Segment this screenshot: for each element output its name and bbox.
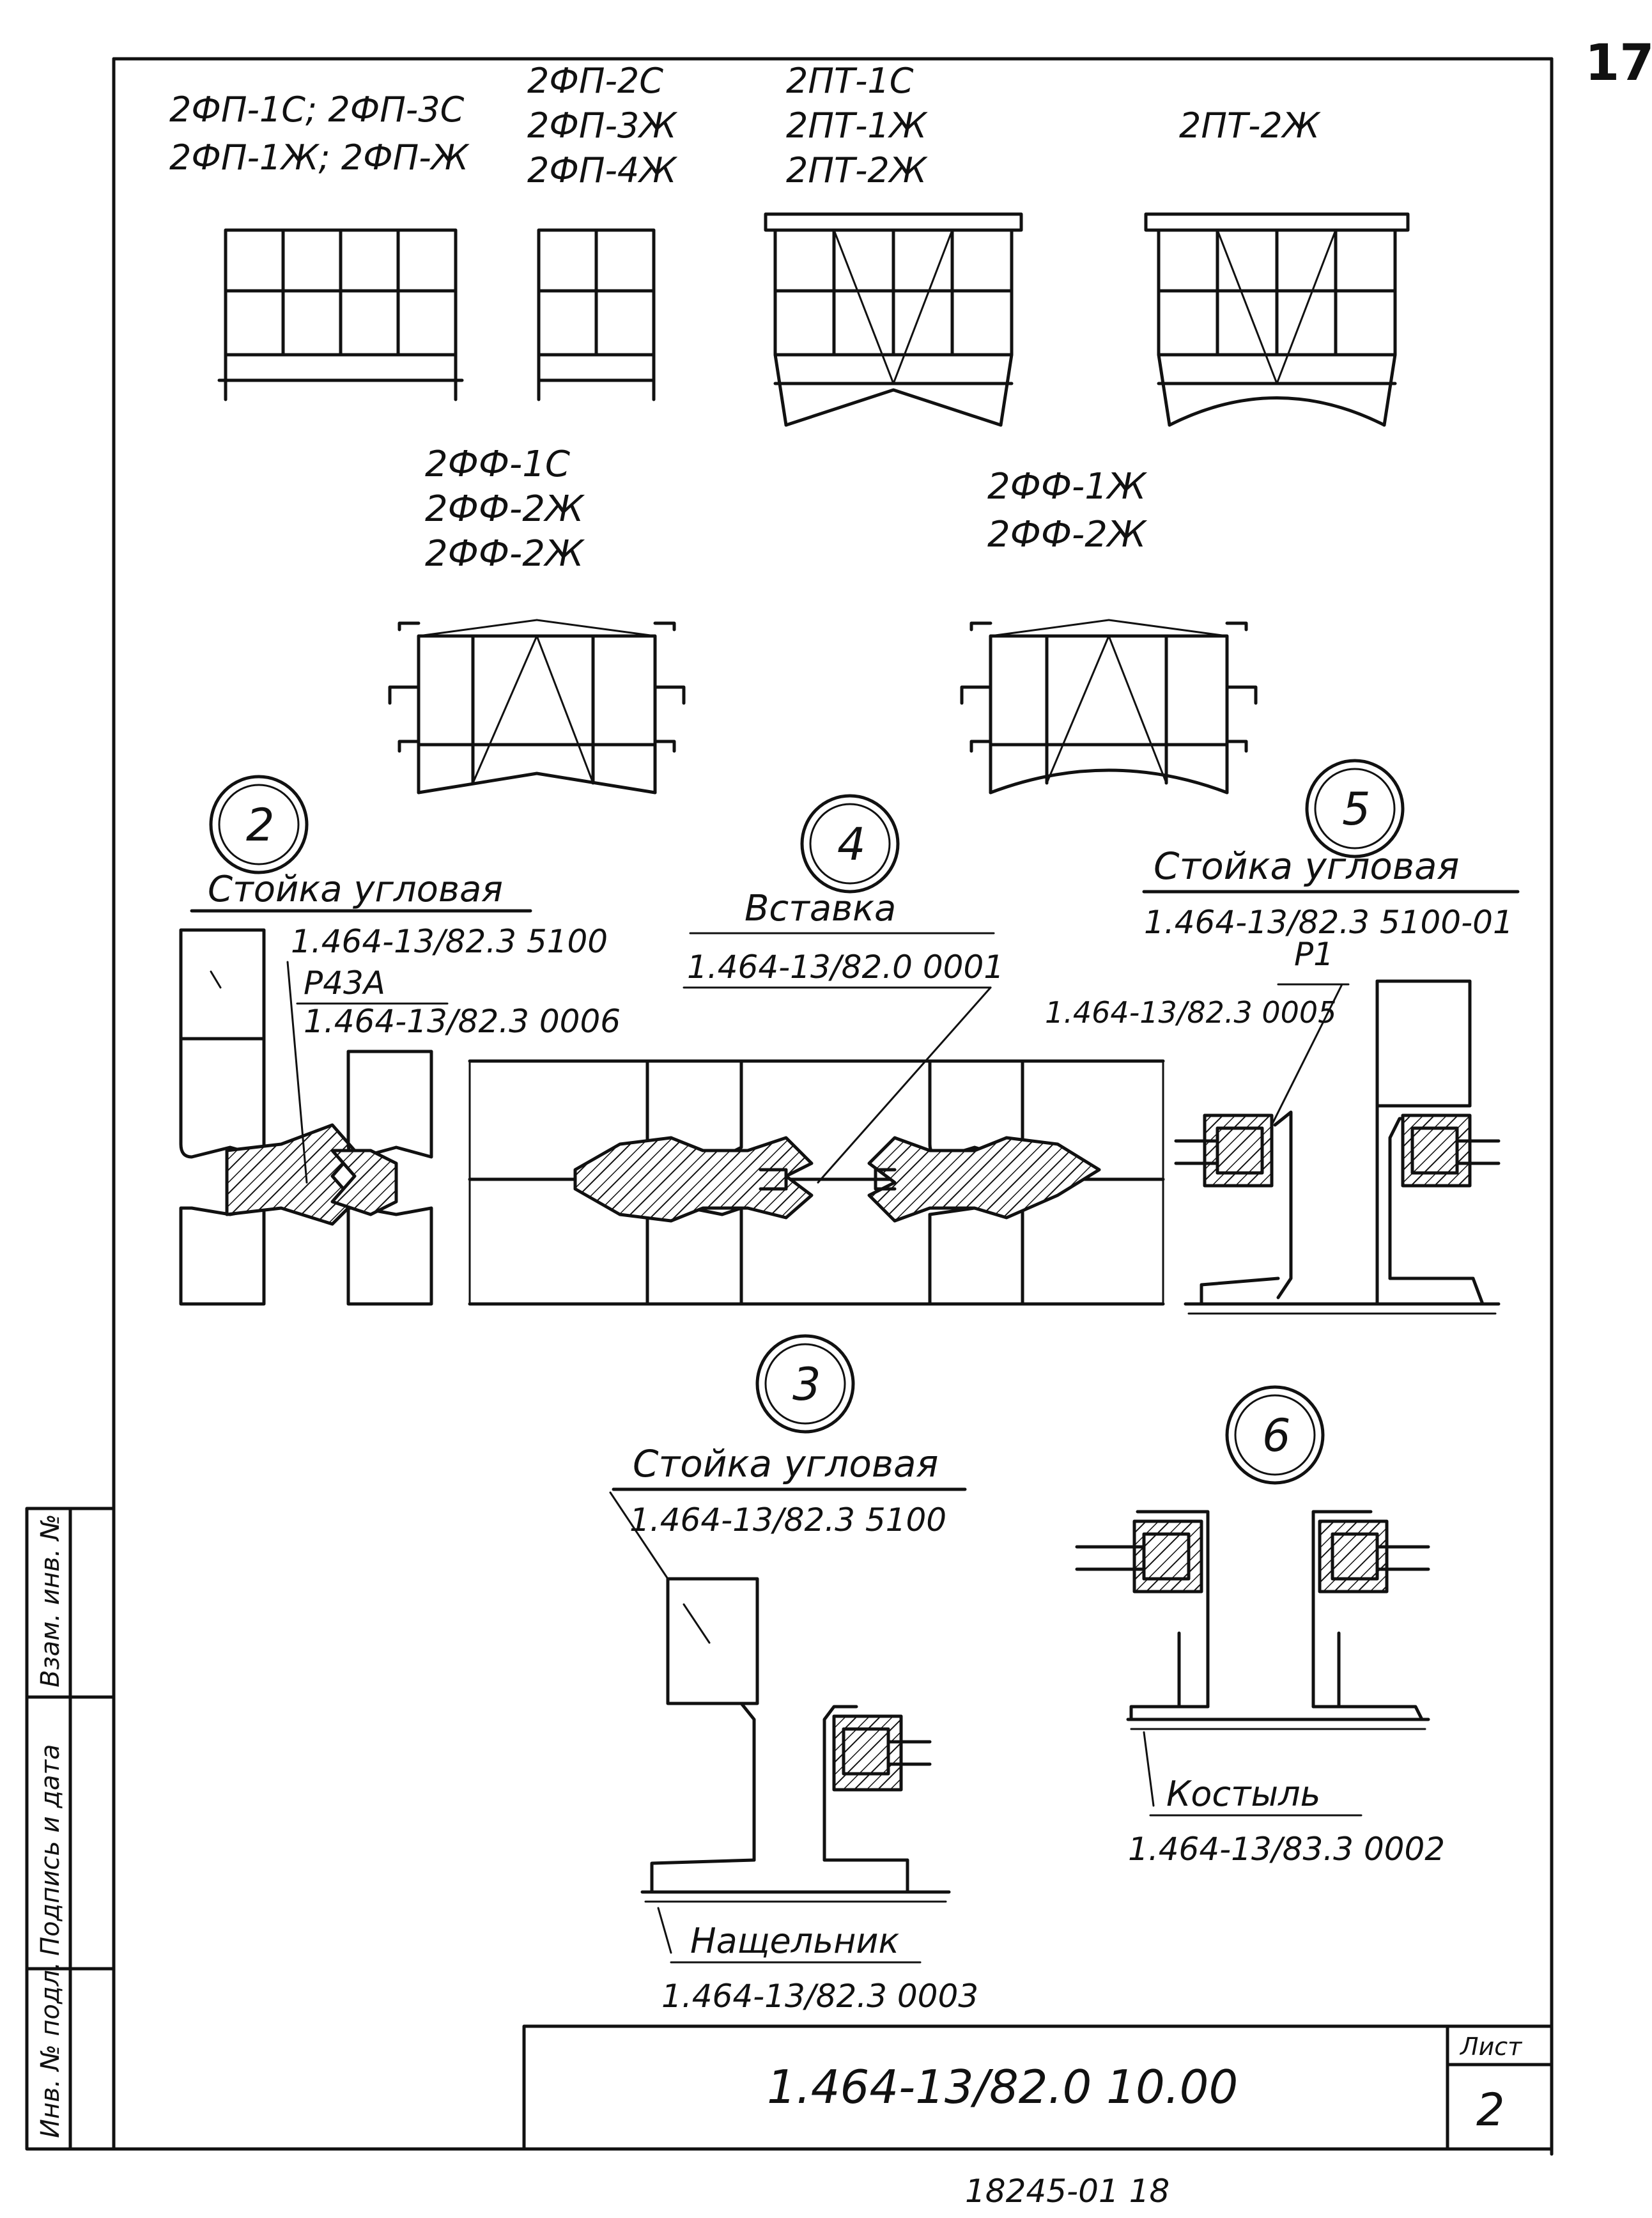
elev-b-label-1: 2ФП-2С [527,61,663,101]
detail-6-number: 6 [1262,1409,1291,1462]
detail-4-title: Вставка [745,888,896,929]
detail-2-title: Стойка угловая [208,869,503,910]
detail-3-bottom-title: Нащельник [690,1921,900,1961]
detail-3-callout: 3 [755,1334,855,1434]
detail-2-ref-3: 1.464-13/82.3 0006 [304,1003,621,1040]
detail-3-bottom-ref: 1.464-13/82.3 0003 [661,1978,978,2015]
detail-6-bottom-title: Костыль [1166,1774,1321,1814]
sheet-label: Лист [1459,2033,1523,2061]
stamp-field-2: Подпись и дата [36,1744,65,1956]
elevation-2ff-1zh [960,619,1258,795]
detail-4-number: 4 [837,818,866,871]
elev-c-label-2: 2ПТ-1Ж [786,105,929,146]
detail-3-drawing [640,1577,951,1903]
elev-e-label-3: 2ФФ-2Ж [425,533,585,575]
detail-5-callout: 5 [1305,759,1405,858]
title-block: 1.464-13/82.0 10.00 Лист 2 [522,2024,1554,2151]
detail-6-bottom-ref: 1.464-13/83.3 0002 [1128,1831,1445,1868]
detail-6-drawing [1075,1510,1430,1730]
detail-2-drawing [179,928,433,1306]
detail-2-ref-2: Р43А [304,965,385,1002]
stamp-field-1: Инв. № подл. [36,1962,65,2138]
detail-5-ref-1: 1.464-13/82.3 5100-01 [1144,904,1513,941]
detail-3-number: 3 [792,1358,821,1411]
elev-f-label-2: 2ФФ-2Ж [987,514,1148,555]
detail-2-ref-1: 1.464-13/82.3 5100 [291,923,608,960]
page-number: 17 [1585,35,1652,92]
elev-e-label-2: 2ФФ-2Ж [425,488,585,530]
elev-c-label-3: 2ПТ-2Ж [786,150,929,190]
elev-b-label-3: 2ФП-4Ж [527,150,678,190]
drawing-designation: 1.464-13/82.0 10.00 [767,2060,1238,2114]
elev-b-label-2: 2ФП-3Ж [527,105,678,146]
detail-2-callout: 2 [209,775,309,874]
detail-5-title: Стойка угловая [1154,844,1459,888]
elevation-2ff-1s [388,619,686,795]
elev-a-label-2: 2ФП-1Ж; 2ФП-Ж [169,137,470,178]
elev-e-label-1: 2ФФ-1С [425,444,570,485]
detail-3-title: Стойка угловая [633,1442,938,1485]
elev-f-label-1: 2ФФ-1Ж [987,466,1148,508]
elevation-2pt-2zh [1144,212,1410,427]
detail-5-ref-2: Р1 [1294,936,1334,973]
footer-code: 18245-01 18 [965,2173,1170,2210]
sheet-number: 2 [1476,2084,1505,2136]
elevation-2fp-1s [217,228,464,401]
detail-6-callout: 6 [1225,1385,1325,1485]
elevation-2pt-1s [764,212,1023,427]
elev-c-label-1: 2ПТ-1С [786,61,914,101]
elev-a-label-1: 2ФП-1С; 2ФП-3С [169,89,465,130]
side-stamp: Инв. № подл. Подпись и дата Взам. инв. № [25,1507,116,2151]
detail-3-ref-1: 1.464-13/82.3 5100 [629,1501,946,1539]
detail-5-number: 5 [1342,783,1371,835]
detail-2-number: 2 [246,799,275,851]
detail-4-callout: 4 [800,794,900,894]
elev-d-label-1: 2ПТ-2Ж [1179,105,1322,146]
stamp-field-3: Взам. инв. № [36,1514,65,1687]
detail-4-drawing [468,1059,1165,1306]
detail-5-drawing [1174,979,1501,1315]
elevation-2fp-2s [537,228,656,401]
detail-5-ref-3: 1.464-13/82.3 0005 [1045,995,1336,1030]
detail-4-ref-1: 1.464-13/82.0 0001 [687,949,1004,986]
